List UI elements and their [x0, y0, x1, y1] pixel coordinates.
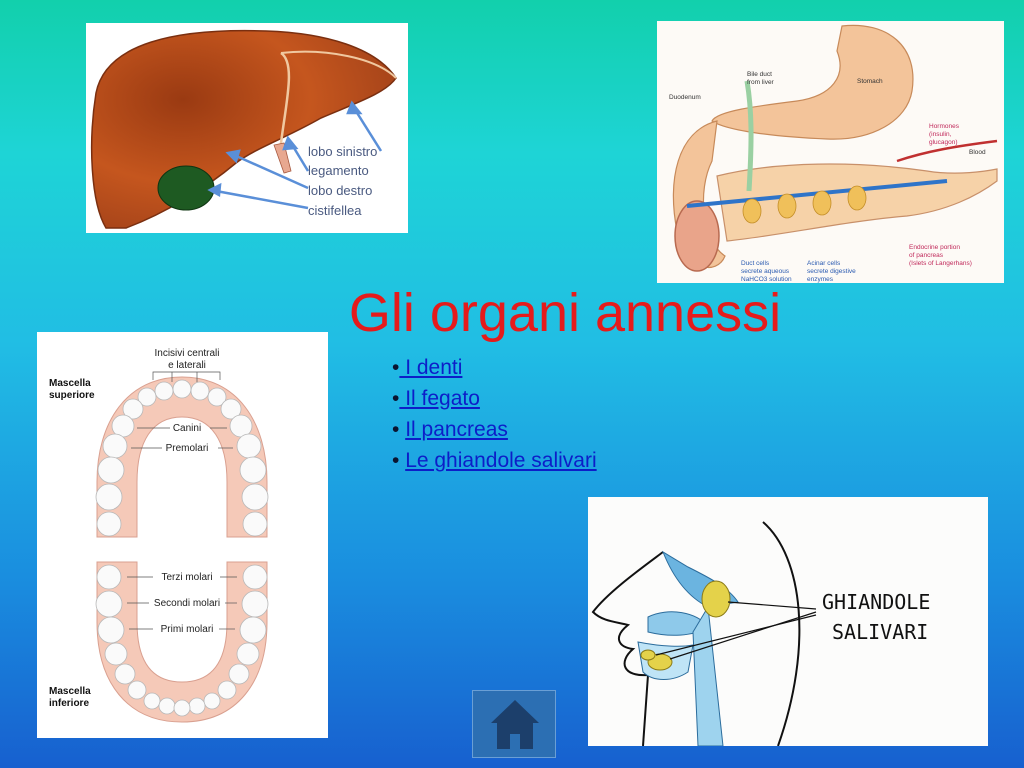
label-cistifellea: cistifellea	[308, 203, 362, 218]
link-pancreas[interactable]: Il pancreas	[405, 418, 508, 441]
salivary-glands-image: GHIANDOLE SALIVARI	[588, 497, 988, 746]
topic-list: • I denti • Il fegato • Il pancreas • Le…	[392, 352, 597, 476]
liver-illustration: lobo sinistro legamento lobo destro cist…	[90, 29, 397, 229]
teeth-diagram: Incisivi centrali e laterali Canini Prem…	[49, 348, 269, 723]
label-duodenum: Duodenum	[669, 94, 701, 101]
label-terzi-molari: Terzi molari	[161, 572, 212, 583]
label-incisivi: Incisivi centrali	[154, 348, 219, 359]
label-legamento: legamento	[308, 163, 369, 178]
topic-item-fegato: • Il fegato	[392, 383, 597, 414]
home-button[interactable]	[472, 690, 556, 758]
bullet-icon: •	[392, 387, 400, 410]
label-bile-duct-2: from liver	[747, 79, 775, 86]
label-endocrine-3: (Islets of Langerhans)	[909, 260, 972, 267]
home-icon	[491, 700, 539, 749]
link-fegato[interactable]: Il fegato	[399, 387, 480, 410]
label-hormones: Hormones	[929, 123, 960, 130]
label-salivari: SALIVARI	[832, 620, 928, 644]
topic-item-ghiandole: • Le ghiandole salivari	[392, 445, 597, 476]
label-duct-cells-2: secrete aqueous	[741, 268, 790, 275]
liver-image: lobo sinistro legamento lobo destro cist…	[86, 23, 408, 233]
label-duct-cells-3: NaHCO3 solution	[741, 276, 792, 283]
label-mascella-inferiore-2: inferiore	[49, 698, 89, 709]
pancreas-image: Duodenum Bile duct from liver Stomach Bl…	[657, 21, 1004, 283]
label-bile-duct: Bile duct	[747, 71, 772, 78]
label-acinar-cells-2: secrete digestive	[807, 268, 856, 275]
label-mascella-inferiore: Mascella	[49, 686, 91, 697]
label-hormones-3: glucagon)	[929, 139, 958, 146]
topic-item-pancreas: • Il pancreas	[392, 414, 597, 445]
bullet-icon: •	[392, 418, 406, 441]
salivary-glands-sketch: GHIANDOLE SALIVARI	[591, 521, 930, 746]
label-primi-molari: Primi molari	[161, 624, 214, 635]
label-secondi-molari: Secondi molari	[154, 598, 220, 609]
link-denti[interactable]: I denti	[399, 356, 463, 379]
label-hormones-2: (insulin,	[929, 131, 952, 138]
label-acinar-cells-3: enzymes	[807, 276, 834, 283]
label-blood: Blood	[969, 149, 986, 156]
bullet-icon: •	[392, 449, 406, 472]
label-mascella-superiore: Mascella	[49, 378, 91, 389]
label-endocrine: Endocrine portion	[909, 244, 960, 251]
label-premolari: Premolari	[166, 443, 209, 454]
pancreas-illustration: Duodenum Bile duct from liver Stomach Bl…	[669, 24, 998, 283]
teeth-image: Incisivi centrali e laterali Canini Prem…	[37, 332, 328, 738]
link-ghiandole-salivari[interactable]: Le ghiandole salivari	[405, 449, 597, 472]
slide-title: Gli organi annessi	[348, 283, 782, 343]
topic-item-denti: • I denti	[392, 352, 597, 383]
label-stomach: Stomach	[857, 78, 883, 85]
label-endocrine-2: of pancreas	[909, 252, 944, 259]
label-canini: Canini	[173, 423, 201, 434]
label-incisivi-2: e laterali	[168, 360, 206, 371]
label-mascella-superiore-2: superiore	[49, 390, 95, 401]
bullet-icon: •	[392, 356, 400, 379]
label-lobo-destro: lobo destro	[308, 183, 372, 198]
label-acinar-cells: Acinar cells	[807, 260, 841, 267]
label-ghiandole: GHIANDOLE	[822, 590, 930, 614]
label-duct-cells: Duct cells	[741, 260, 770, 267]
label-lobo-sinistro: lobo sinistro	[308, 144, 377, 159]
